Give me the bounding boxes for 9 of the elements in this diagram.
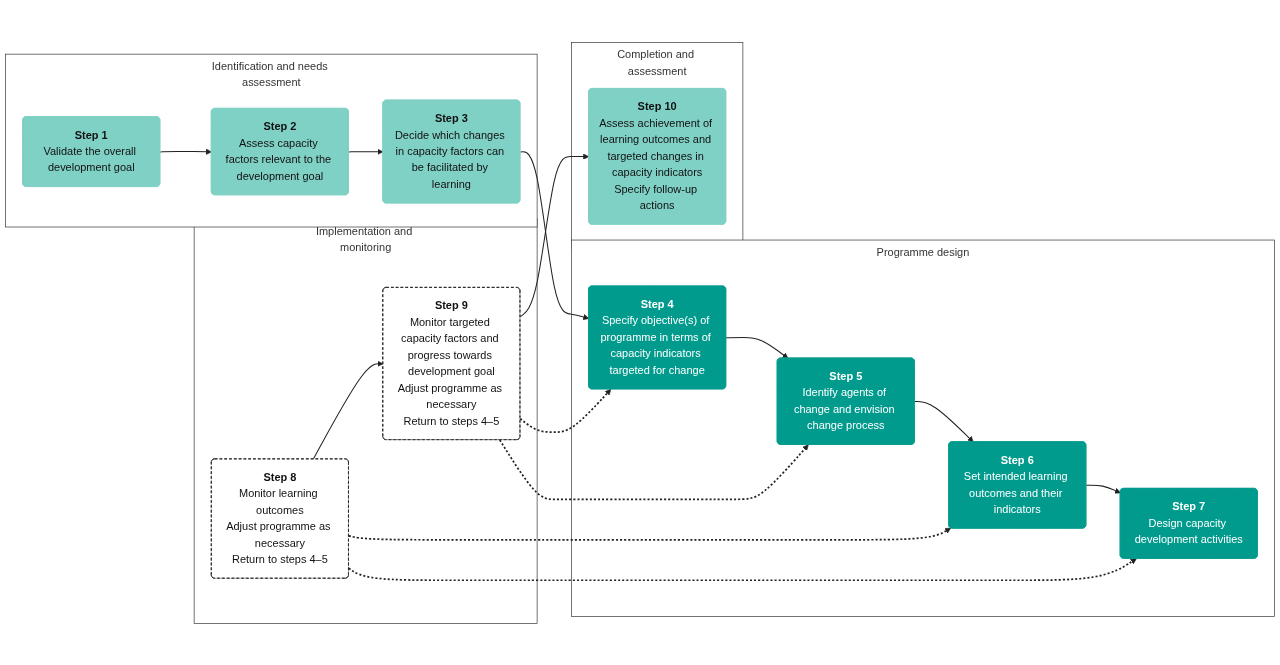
arrow	[347, 557, 1137, 581]
arrow	[312, 360, 384, 460]
arrow	[348, 148, 384, 155]
arrow	[914, 400, 974, 442]
arrow	[498, 438, 809, 500]
arrow	[159, 148, 212, 155]
arrow	[725, 336, 789, 359]
arrow	[347, 527, 952, 541]
arrow	[1085, 484, 1121, 493]
